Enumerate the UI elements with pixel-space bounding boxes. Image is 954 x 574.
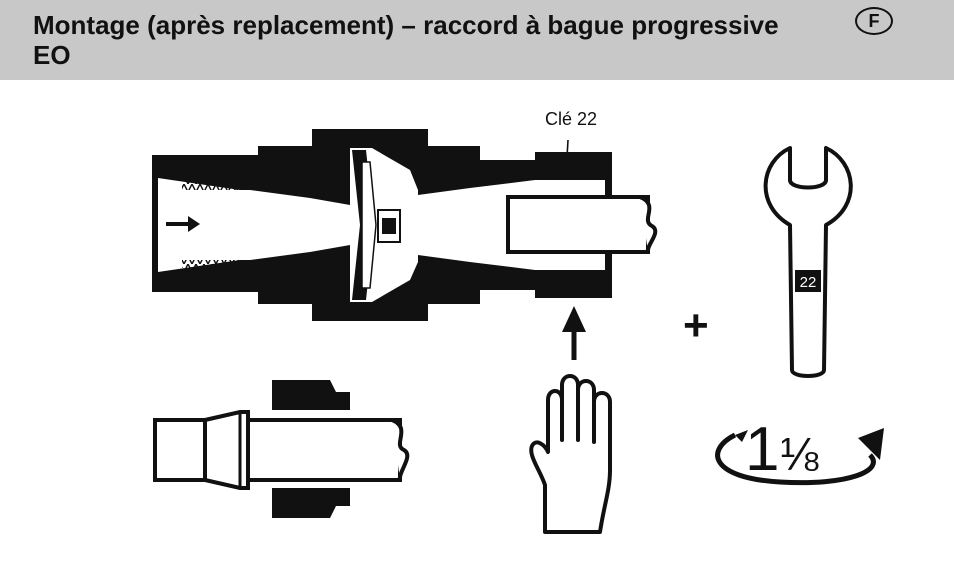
turns-fraction: ⅛ [780,428,819,480]
tube-with-nut-icon [153,380,410,518]
inserted-tube [506,195,658,254]
plus-sign: + [683,301,709,350]
turns-whole: 1 [745,415,779,484]
flow-arrow-icon [166,216,200,232]
wrench-size-label: 22 [800,274,817,291]
header-bar: Montage (après replacement) – raccord à … [0,0,954,80]
hand-icon [529,374,612,534]
push-arrow-icon [562,306,586,360]
wrench-callout-label: Clé 22 [545,109,597,129]
language-badge: F [855,7,893,35]
page-title: Montage (après replacement) – raccord à … [33,10,779,70]
wrench-icon: 22 [763,146,853,378]
rotation-arrow-icon [715,428,884,486]
wrench-callout: Clé 22 [545,109,597,176]
